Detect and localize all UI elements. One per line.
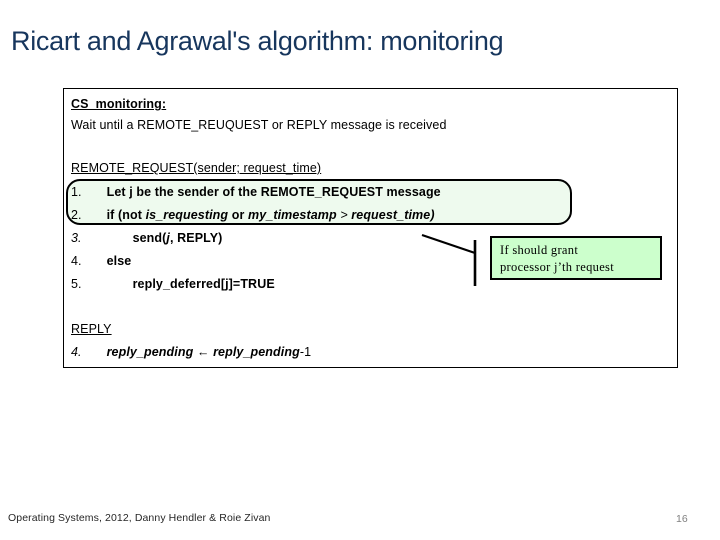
reply-heading-text: REPLY: [71, 322, 112, 336]
step-3-part-b: , REPLY): [170, 231, 223, 245]
step-5-number: 5.: [71, 277, 82, 291]
pseudocode-step-4: 4. else: [71, 254, 131, 268]
cs-monitoring-heading-text: CS_monitoring:: [71, 97, 167, 111]
step-2-part-a: if (not: [106, 208, 146, 222]
cs-monitoring-heading: CS_monitoring:: [71, 97, 166, 111]
left-arrow-icon: ←: [196, 345, 210, 359]
step-2-part-b: or: [228, 208, 248, 222]
step-1-part-b: be the sender of the REMOTE_REQUEST mess…: [132, 185, 441, 199]
step-2-var-my-timestamp: my_timestamp: [248, 208, 337, 222]
step-1-text: Let j be the sender of the REMOTE_REQUES…: [97, 185, 441, 199]
pseudocode-step-2: 2. if (not is_requesting or my_timestamp…: [71, 208, 435, 222]
step-2-part-d: ): [430, 208, 435, 222]
cs-monitoring-body: Wait until a REMOTE_REUQUEST or REPLY me…: [71, 118, 447, 132]
reply-step-4: 4. reply_pending ← reply_pending-1: [71, 345, 311, 359]
step-5-text: reply_deferred[j]=TRUE: [97, 277, 275, 291]
annotation-note: If should grant processor j’th request: [490, 236, 662, 280]
page-title: Ricart and Agrawal's algorithm: monitori…: [11, 26, 504, 56]
reply-step-4-text: reply_pending ← reply_pending-1: [97, 345, 312, 359]
step-1-part-a: Let: [106, 185, 130, 199]
pseudocode-step-5: 5. reply_deferred[j]=TRUE: [71, 277, 275, 291]
step-2-var-is-requesting: is_requesting: [145, 208, 229, 222]
reply-pending-var-1: reply_pending: [106, 345, 194, 359]
step-1-var-j: j: [129, 185, 133, 199]
cs-monitoring-body-text: Wait until a REMOTE_REUQUEST or REPLY me…: [71, 118, 447, 132]
remote-request-heading: REMOTE_REQUEST(sender; request_time): [71, 161, 321, 175]
pseudocode-step-3: 3. send(j, REPLY): [71, 231, 222, 245]
reply-step-4-number: 4.: [71, 345, 82, 359]
step-3-number: 3.: [71, 231, 82, 245]
step-1-number: 1.: [71, 185, 82, 199]
step-4-text: else: [106, 254, 132, 268]
pseudocode-box: [63, 88, 678, 368]
annotation-line-1: If should grant: [500, 243, 579, 257]
remote-request-heading-text: REMOTE_REQUEST(sender; request_time): [71, 161, 322, 175]
step-2-operator: >: [336, 208, 352, 222]
reply-heading: REPLY: [71, 322, 112, 336]
step-2-var-request-time: request_time: [351, 208, 431, 222]
step-2-number: 2.: [71, 208, 82, 222]
step-3-part-a: send(: [132, 231, 167, 245]
annotation-line-2: processor j’th request: [500, 260, 614, 274]
reply-pending-tail: -1: [299, 345, 312, 359]
page-number: 16: [676, 513, 688, 525]
step-2-text: if (not is_requesting or my_timestamp > …: [97, 208, 435, 222]
highlight-callout: [66, 179, 572, 225]
step-4-number: 4.: [71, 254, 82, 268]
step-3-text: send(j, REPLY): [97, 231, 223, 245]
pseudocode-step-1: 1. Let j be the sender of the REMOTE_REQ…: [71, 185, 441, 199]
footer-credit: Operating Systems, 2012, Danny Hendler &…: [8, 512, 271, 524]
step-3-var-j: j: [166, 231, 170, 245]
step-5-part-a: reply_deferred: [132, 277, 221, 291]
step-5-part-b: [j]=TRUE: [220, 277, 275, 291]
reply-pending-var-2: reply_pending: [213, 345, 300, 359]
